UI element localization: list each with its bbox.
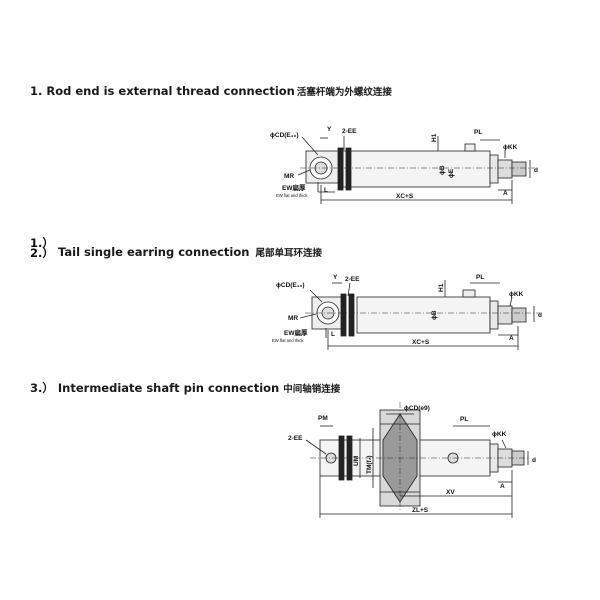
- ew-note: EW flat and thick: [272, 338, 304, 343]
- y-label: Y: [333, 274, 338, 281]
- section-3-title-en: Intermediate shaft pin connection: [57, 381, 280, 395]
- port-boss: [464, 143, 476, 152]
- section-2-title-en: Tail single earring connection: [58, 245, 250, 259]
- rod-thread: [511, 307, 527, 323]
- tm-label: TM(f₇): [366, 456, 373, 474]
- ee-label: 2-EE: [288, 435, 303, 442]
- cd-label: ϕCD(e9): [404, 405, 430, 412]
- h1-label: H1: [431, 133, 438, 142]
- bore-label: ϕB: [439, 165, 446, 175]
- kk-leader: [501, 439, 507, 449]
- a-label: A: [509, 335, 514, 342]
- axis-label: ϕE: [448, 168, 455, 178]
- section-2-title-cn: 尾部单耳环连接: [255, 248, 322, 259]
- ew-label: EW扁厚: [282, 183, 306, 192]
- pl-label: PL: [476, 274, 484, 281]
- cd-leader: [309, 289, 323, 303]
- kk-label: ϕKK: [503, 144, 518, 151]
- section-3-title-cn: 中间轴销连接: [283, 384, 341, 395]
- section-2-number-stack: 1.） 2.）: [30, 236, 54, 260]
- ee-label: 2-EE: [342, 128, 357, 135]
- xc-label: XC+S: [396, 193, 414, 200]
- d-label: d: [538, 312, 542, 319]
- pl-label: PL: [474, 129, 482, 136]
- mr-leader: [297, 169, 311, 176]
- mr-label: MR: [284, 173, 294, 180]
- bore-label: ϕB: [431, 310, 438, 320]
- pm-label: PM: [318, 415, 328, 422]
- port-boss: [462, 289, 476, 298]
- cd-label: ϕCD(E₁₀): [270, 132, 299, 139]
- zl-label: ZL+S: [412, 507, 429, 514]
- d-label: d: [534, 167, 538, 174]
- seal-band: [345, 147, 352, 191]
- ew-label: EW扁厚: [284, 328, 308, 337]
- pl-label: PL: [460, 416, 468, 423]
- section-1-number: 1.: [30, 84, 43, 98]
- um-label: UM: [353, 456, 360, 466]
- section-1-heading: 1. Rod end is external thread connection…: [30, 84, 392, 98]
- section-1-title-en: Rod end is external thread connection: [46, 84, 295, 98]
- d-label: d: [532, 457, 536, 464]
- section-2-number-bottom: 2.）: [30, 246, 54, 260]
- mr-label: MR: [288, 315, 298, 322]
- kk-label: ϕKK: [509, 291, 524, 298]
- kk-label: ϕKK: [492, 431, 507, 438]
- cd-leader: [301, 136, 319, 156]
- xc-label: XC+S: [412, 339, 430, 346]
- l-label: L: [331, 331, 335, 338]
- ee-leader: [347, 282, 351, 297]
- section-3-number: 3.）: [30, 381, 54, 395]
- kk-leader: [509, 296, 513, 307]
- a-label: A: [500, 483, 505, 490]
- cd-label: ϕCD(E₁₀): [276, 282, 305, 289]
- ee-label: 2-EE: [345, 276, 360, 283]
- y-label: Y: [327, 126, 332, 133]
- section-2-heading: Tail single earring connection 尾部单耳环连接: [58, 245, 322, 259]
- section-1-title-cn: 活塞杆端为外螺纹连接: [296, 87, 392, 98]
- h1-label: H1: [438, 283, 445, 292]
- a-label: A: [503, 190, 508, 197]
- section-2-number-top: 1.）: [30, 236, 54, 250]
- seal-band: [348, 293, 355, 337]
- rod-thread: [511, 161, 527, 177]
- l-label: L: [324, 187, 328, 194]
- mr-leader: [299, 313, 317, 319]
- ew-note: EW flat and thick: [276, 193, 308, 198]
- ee-leader: [305, 439, 327, 455]
- xv-label: XV: [446, 489, 455, 496]
